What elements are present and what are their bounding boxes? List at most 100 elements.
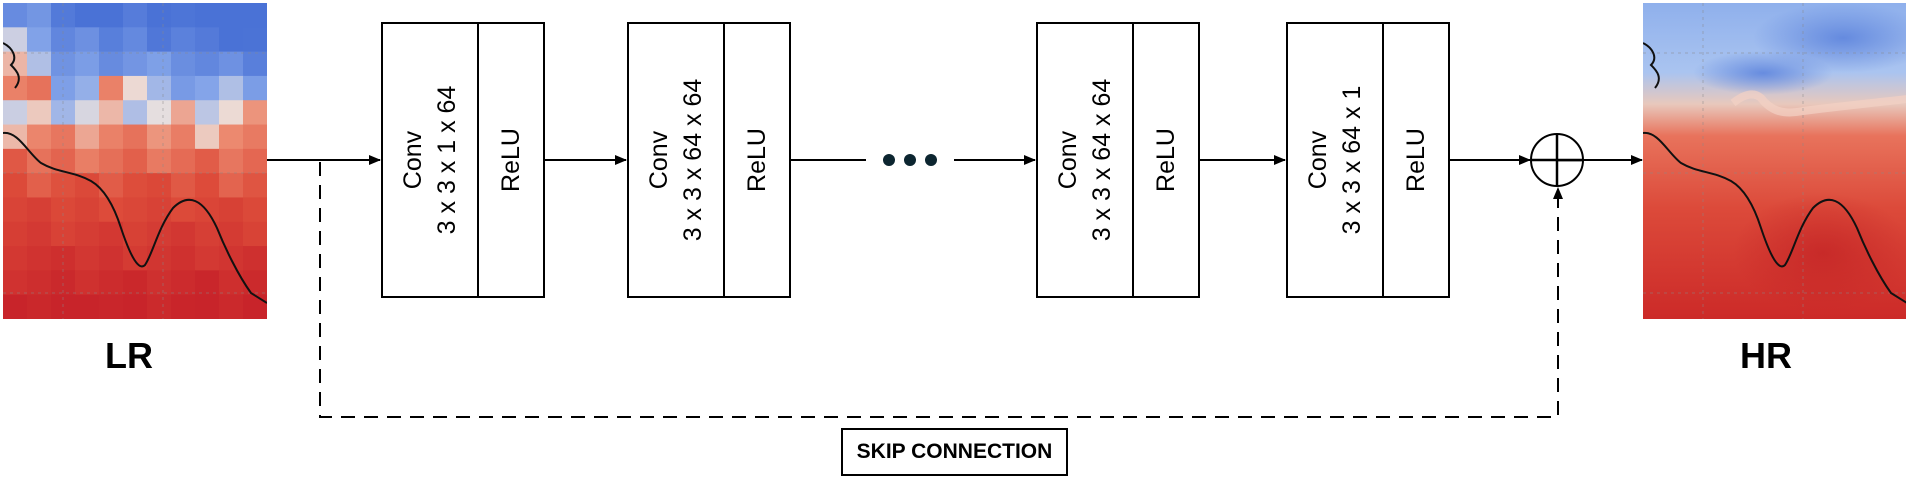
lr-pixel [27, 51, 52, 77]
lr-pixel [147, 3, 172, 28]
lr-pixel [99, 51, 124, 77]
lr-pixel [171, 75, 196, 101]
ellipsis-icon [883, 154, 937, 166]
lr-coastline-north [3, 42, 20, 89]
lr-pixel [243, 197, 267, 223]
lr-pixel [3, 270, 28, 296]
lr-pixel [75, 270, 100, 296]
lr-pixel [195, 148, 220, 174]
hr-coastline-north [1643, 42, 1660, 89]
lr-pixel [75, 75, 100, 101]
lr-pixel [27, 124, 52, 150]
lr-pixel [219, 294, 244, 319]
lr-label: LR [105, 335, 153, 376]
lr-pixel [3, 294, 28, 319]
lr-pixel [27, 3, 52, 28]
lr-pixel [27, 173, 52, 199]
circle-plus-icon [1530, 133, 1584, 187]
lr-pixel [75, 148, 100, 174]
lr-pixel [27, 294, 52, 319]
conv-cell: Conv 3 x 3 x 64 x 64 [629, 24, 725, 296]
hr-coastline [1643, 131, 1906, 304]
lr-pixel [75, 27, 100, 53]
lr-pixel [99, 294, 124, 319]
lr-coastline [3, 131, 267, 304]
hr-output-map [1643, 3, 1906, 319]
lr-pixel [195, 294, 220, 319]
hr-label: HR [1740, 335, 1792, 376]
lr-pixel [75, 221, 100, 247]
lr-pixel [171, 294, 196, 319]
lr-pixel [3, 173, 28, 199]
lr-pixel [123, 270, 148, 296]
lr-pixel [219, 3, 244, 28]
conv-block-1: Conv 3 x 3 x 1 x 64 ReLU [381, 22, 545, 298]
lr-pixel [27, 100, 52, 126]
lr-pixel [195, 75, 220, 101]
lr-pixel [147, 51, 172, 77]
lr-pixel [123, 197, 148, 223]
lr-pixel [123, 124, 148, 150]
lr-pixel [147, 148, 172, 174]
lr-pixel [243, 270, 267, 296]
lr-pixel [3, 197, 28, 223]
lr-pixel [27, 27, 52, 53]
lr-pixel [171, 270, 196, 296]
lr-pixel [195, 173, 220, 199]
lr-pixel [195, 246, 220, 271]
lr-pixel [75, 51, 100, 77]
lr-pixel [243, 3, 267, 28]
lr-pixel [27, 197, 52, 223]
lr-pixel [75, 173, 100, 199]
conv-block-4: Conv 3 x 3 x 64 x 1 ReLU [1286, 22, 1450, 298]
lr-pixel [195, 51, 220, 77]
lr-pixel [27, 75, 52, 101]
lr-pixel [3, 246, 28, 271]
hr-map-graphic [1643, 3, 1906, 319]
lr-pixel [171, 51, 196, 77]
lr-pixel [99, 197, 124, 223]
lr-map-graphic [3, 3, 267, 319]
lr-pixel [123, 294, 148, 319]
lr-pixel [99, 173, 124, 199]
lr-pixel [147, 75, 172, 101]
lr-pixel [75, 3, 100, 28]
lr-pixel [27, 221, 52, 247]
lr-pixel [3, 3, 28, 28]
lr-pixel [195, 270, 220, 296]
lr-input-map [3, 3, 267, 319]
lr-pixel [243, 294, 267, 319]
lr-pixel [51, 3, 76, 28]
lr-pixel [171, 124, 196, 150]
lr-pixel [51, 51, 76, 77]
lr-pixel [195, 100, 220, 126]
conv-cell: Conv 3 x 3 x 64 x 64 [1038, 24, 1134, 296]
conv-block-2: Conv 3 x 3 x 64 x 64 ReLU [627, 22, 791, 298]
skip-connection-line [319, 162, 1563, 418]
lr-pixel [3, 100, 28, 126]
lr-pixel [123, 148, 148, 174]
lr-pixel [147, 124, 172, 150]
lr-pixel [147, 270, 172, 296]
lr-pixel [27, 246, 52, 271]
lr-pixel [219, 148, 244, 174]
hr-warm-patch [1733, 193, 1906, 313]
lr-pixel [99, 246, 124, 271]
lr-pixel [123, 75, 148, 101]
lr-pixel [123, 173, 148, 199]
lr-pixel [171, 246, 196, 271]
lr-pixel [3, 27, 28, 53]
lr-pixel [99, 3, 124, 28]
lr-pixel [99, 75, 124, 101]
lr-pixel-grid [3, 3, 267, 319]
skip-connection-label: SKIP CONNECTION [841, 428, 1068, 476]
hr-map-gridlines [1643, 3, 1906, 319]
lr-pixel [99, 148, 124, 174]
lr-pixel [3, 75, 28, 101]
lr-pixel [3, 221, 28, 247]
lr-pixel [243, 75, 267, 101]
lr-pixel [243, 124, 267, 150]
lr-pixel [99, 27, 124, 53]
